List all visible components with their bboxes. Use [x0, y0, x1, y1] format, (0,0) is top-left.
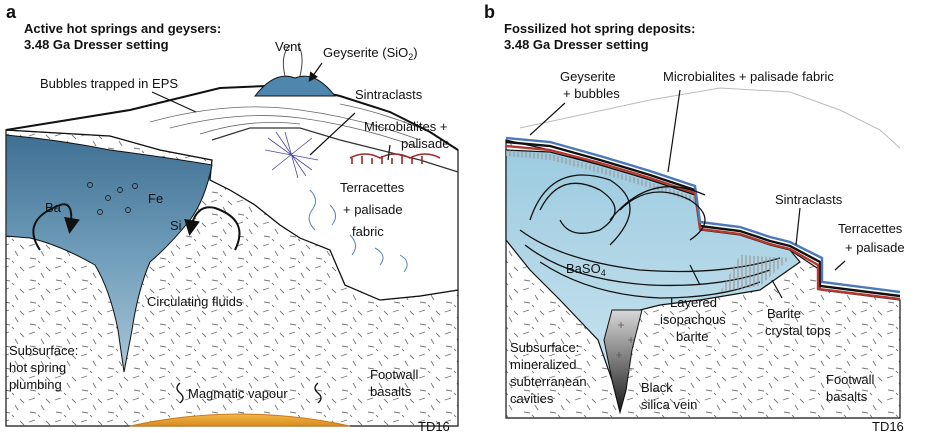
panel-b-letter: b: [484, 2, 495, 22]
panel-a-terracettes: [308, 189, 408, 273]
subsurface-label-b-3: subterranean: [510, 374, 587, 389]
panel-a-bubbles: [87, 182, 138, 215]
panel-b-crystal-tops: [720, 255, 790, 292]
terracettes-label-a-1: Terracettes: [340, 180, 405, 195]
baso4-label: BaSO4: [566, 261, 606, 278]
bubbles-eps-label: Bubbles trapped in EPS: [40, 76, 178, 91]
panel-a-sintraclasts: [264, 131, 319, 179]
panel-a-swirl-right: [184, 206, 241, 251]
panel-a-leaders: [151, 62, 391, 161]
subsurface-label-b-4: cavities: [510, 391, 554, 406]
barite-label-2: crystal tops: [765, 323, 831, 338]
panel-a-vapour-squiggles: [176, 382, 322, 404]
panel-a-letter: a: [6, 2, 17, 22]
terracettes-label-a-3: fabric: [352, 224, 384, 239]
geyserite-label-a: Geyserite (SiO2): [323, 45, 418, 62]
footwall-label-a-2: basalts: [370, 384, 412, 399]
panel-b-swirls: [519, 174, 781, 299]
subsurface-label-b-1: Subsurface:: [510, 340, 579, 355]
circulating-label: Circulating fluids: [147, 294, 243, 309]
panel-a-vent-plume: [282, 44, 303, 77]
layered-label-1: Layered: [670, 295, 717, 310]
panel-a-title-1: Active hot springs and geysers:: [24, 21, 221, 36]
black-vein-label-1: Black: [641, 380, 673, 395]
panel-a-vent-mound: [253, 75, 337, 97]
panel-a-magma: [129, 413, 351, 427]
panel-b-vein-crosses: [616, 322, 634, 373]
subsurface-label-a-3: plumbing: [9, 377, 62, 392]
footwall-label-b-1: Footwall: [826, 372, 875, 387]
ba-label: Ba: [45, 200, 62, 215]
footwall-label-a-1: Footwall: [370, 367, 419, 382]
panel-b-silica-vein: [603, 309, 643, 414]
panel-a-microbialites: [349, 153, 441, 164]
footwall-label-b-2: basalts: [826, 389, 868, 404]
terracettes-label-b-2: + palisade: [845, 240, 905, 255]
panel-b-title-2: 3.48 Ga Dresser setting: [504, 37, 649, 52]
microbialites-label-a-1: Microbialites +: [364, 119, 447, 134]
si-label: Si: [170, 218, 182, 233]
barite-label-1: Barite: [767, 306, 801, 321]
geyserite-label-b-2: + bubbles: [563, 86, 620, 101]
panel-b-ghost-mound: [519, 87, 901, 149]
subsurface-label-a-1: Subsurface:: [9, 343, 78, 358]
layered-label-3: barite: [676, 329, 709, 344]
microbialites-label-b: Microbialites + palisade fabric: [663, 69, 834, 84]
panel-b-palisade: [506, 150, 695, 203]
panel-a: a Active hot springs and geysers: 3.48 G…: [5, 2, 459, 433]
fe-label: Fe: [148, 191, 163, 206]
credit-b: TD16: [872, 419, 904, 433]
panel-b-leaders: [529, 89, 846, 299]
panel-b-surface-bands: [505, 136, 901, 301]
credit-a: TD16: [418, 419, 450, 433]
subsurface-label-a-2: hot spring: [9, 360, 66, 375]
geyserite-label-b-1: Geyserite: [560, 69, 616, 84]
sintraclasts-label-a: Sintraclasts: [355, 87, 423, 102]
magmatic-label: Magmatic vapour: [188, 386, 288, 401]
panel-b-barite-pool: [505, 149, 801, 415]
panel-a-title-2: 3.48 Ga Dresser setting: [24, 37, 169, 52]
sintraclasts-label-b: Sintraclasts: [775, 192, 843, 207]
vent-label: Vent: [275, 39, 301, 54]
panel-a-fluid-plume: [5, 134, 213, 373]
panel-b-title-1: Fossilized hot spring deposits:: [504, 21, 695, 36]
panel-a-swirl-left: [32, 203, 80, 251]
layered-label-2: isopachous: [660, 312, 726, 327]
panel-a-terrace-line: [211, 127, 459, 173]
panel-a-laminations: [149, 103, 421, 149]
terracettes-label-b-1: Terracettes: [838, 221, 903, 236]
microbialites-label-a-2: palisade: [401, 136, 449, 151]
terracettes-label-a-2: + palisade: [343, 202, 403, 217]
subsurface-label-b-2: mineralized: [510, 357, 576, 372]
black-vein-label-2: silica vein: [641, 397, 697, 412]
panel-b: b Fossilized hot spring deposits: 3.48 G…: [484, 2, 905, 433]
